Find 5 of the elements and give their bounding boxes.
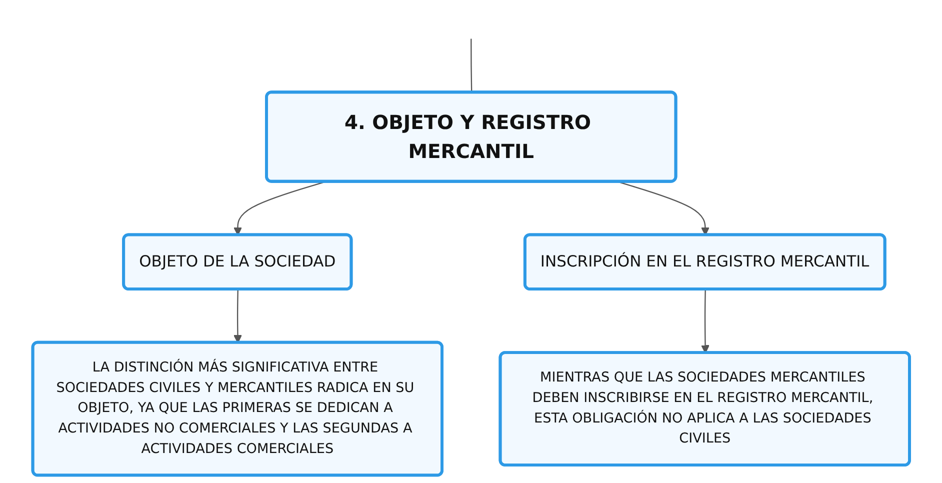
- connector: [470, 38, 472, 93]
- arrow: [700, 289, 710, 354]
- arrow: [233, 290, 242, 344]
- arrow: [233, 181, 326, 236]
- arrow: [618, 181, 710, 236]
